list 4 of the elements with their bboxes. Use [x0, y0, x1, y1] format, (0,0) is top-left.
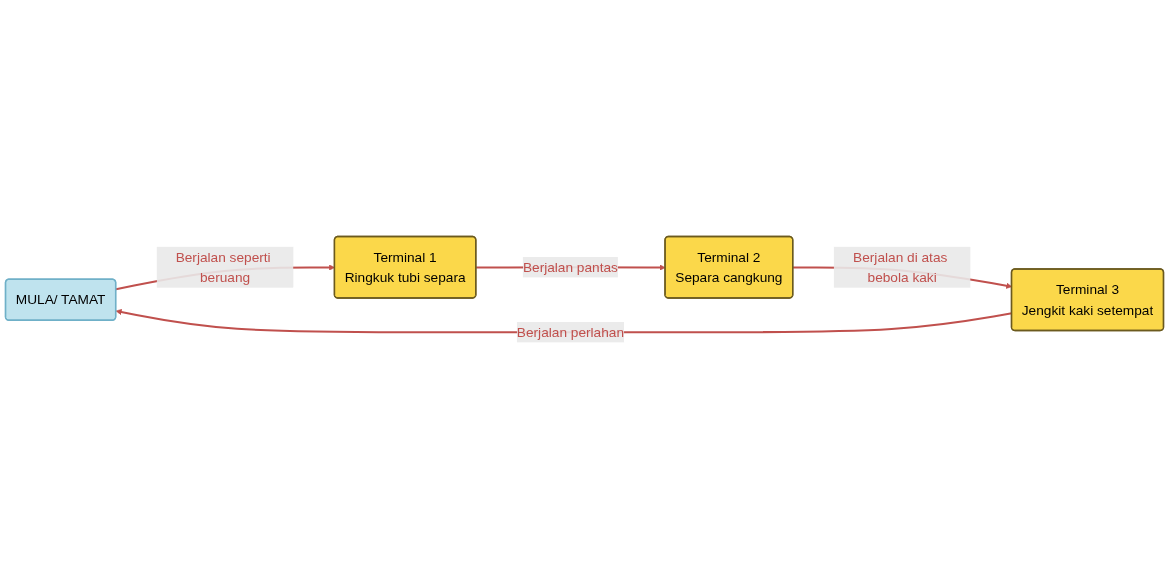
edge-label: Berjalan di atas bebola kaki — [853, 249, 948, 285]
edge-label: Berjalan perlahan — [516, 324, 624, 340]
edge-label: Berjalan pantas — [522, 259, 618, 275]
edge-label: Berjalan seperti beruang — [175, 249, 271, 285]
